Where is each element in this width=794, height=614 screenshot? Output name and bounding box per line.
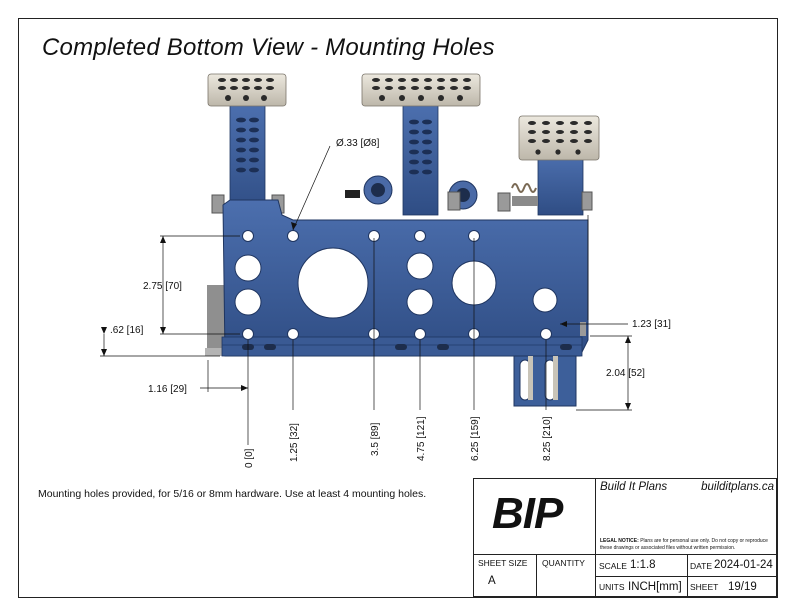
dim-2-75: 2.75 [70] bbox=[143, 281, 182, 292]
units-label: UNITS bbox=[599, 582, 625, 592]
dim-2-04: 2.04 [52] bbox=[606, 368, 645, 379]
dimension-labels: Ø.33 [Ø8] 2.75 [70] .62 [16] 1.16 [29] 1… bbox=[110, 138, 671, 468]
dim-x-0: 0 [0] bbox=[244, 448, 255, 468]
pedal-arm-right bbox=[537, 154, 584, 216]
dim-1-16: 1.16 [29] bbox=[148, 384, 187, 395]
date-value: 2024-01-24 bbox=[714, 559, 773, 571]
date-label: DATE bbox=[690, 561, 713, 571]
lower-bracket bbox=[513, 355, 577, 407]
plate-cutouts bbox=[234, 247, 558, 319]
drawing-title: Completed Bottom View - Mounting Holes bbox=[42, 34, 495, 61]
company-name: Build It Plans bbox=[600, 481, 668, 493]
legal-notice-text: Plans are for personal use only. Do not … bbox=[600, 538, 768, 551]
sheet-size-label: SHEET SIZE bbox=[478, 558, 528, 568]
dim-x-8-25: 8.25 [210] bbox=[542, 416, 553, 461]
sheet-value: 19/19 bbox=[728, 581, 757, 593]
mounting-holes bbox=[242, 230, 552, 340]
legal-notice-title: LEGAL NOTICE: bbox=[600, 538, 639, 544]
date-cell: DATE 2024-01-24 bbox=[687, 554, 778, 576]
dim-x-6-25: 6.25 [159] bbox=[470, 416, 481, 461]
dim-1-23: 1.23 [31] bbox=[632, 319, 671, 330]
side-bracket bbox=[205, 285, 227, 356]
mounting-hole bbox=[242, 230, 254, 242]
sheet-label: SHEET bbox=[690, 582, 719, 592]
pedal-pad-right bbox=[518, 115, 600, 161]
company-cell: Build It Plans builditplans.ca LEGAL NOT… bbox=[595, 479, 778, 554]
bip-logo: BIP bbox=[492, 489, 563, 538]
pedal-arm-left bbox=[229, 104, 266, 216]
dimension-lines bbox=[100, 145, 632, 445]
pedal-arm-center bbox=[402, 104, 439, 216]
base-plate bbox=[221, 199, 589, 357]
dim-hole-diameter: Ø.33 [Ø8] bbox=[336, 138, 380, 149]
dimension-arrows bbox=[101, 222, 631, 410]
quantity-label: QUANTITY bbox=[542, 558, 585, 568]
quantity-cell: QUANTITY bbox=[536, 554, 595, 598]
scale-value: 1:1.8 bbox=[630, 559, 656, 571]
dim-x-1-25: 1.25 [32] bbox=[289, 423, 300, 462]
mounting-hole bbox=[414, 328, 426, 340]
pedal-pad-center bbox=[361, 73, 481, 107]
pedal-pad-left bbox=[207, 73, 287, 107]
drawing-note: Mounting holes provided, for 5/16 or 8mm… bbox=[38, 488, 427, 500]
dim-x-3-5: 3.5 [89] bbox=[370, 422, 381, 456]
company-website: builditplans.ca bbox=[701, 481, 774, 493]
units-cell: UNITS INCH[mm] bbox=[595, 576, 687, 598]
mounting-hole bbox=[287, 230, 299, 242]
dim-x-4-75: 4.75 [121] bbox=[416, 416, 427, 461]
drawing-sheet-border bbox=[18, 18, 778, 598]
scale-cell: SCALE 1:1.8 bbox=[595, 554, 687, 576]
mounting-hole bbox=[242, 328, 254, 340]
units-value: INCH[mm] bbox=[628, 581, 682, 593]
sheet-cell: SHEET 19/19 bbox=[687, 576, 778, 598]
pivot-hardware bbox=[211, 175, 593, 214]
mounting-hole bbox=[414, 230, 426, 242]
sheet-size-cell: SHEET SIZE A bbox=[474, 554, 536, 598]
logo-cell: BIP bbox=[474, 479, 595, 554]
mounting-hole bbox=[287, 328, 299, 340]
dim-0-62: .62 [16] bbox=[110, 325, 144, 336]
sheet-size-value: A bbox=[488, 575, 496, 587]
scale-label: SCALE bbox=[599, 561, 627, 571]
title-block: BIP Build It Plans builditplans.ca LEGAL… bbox=[473, 478, 778, 598]
legal-notice: LEGAL NOTICE: Plans are for personal use… bbox=[600, 538, 776, 552]
mounting-hole bbox=[540, 328, 552, 340]
